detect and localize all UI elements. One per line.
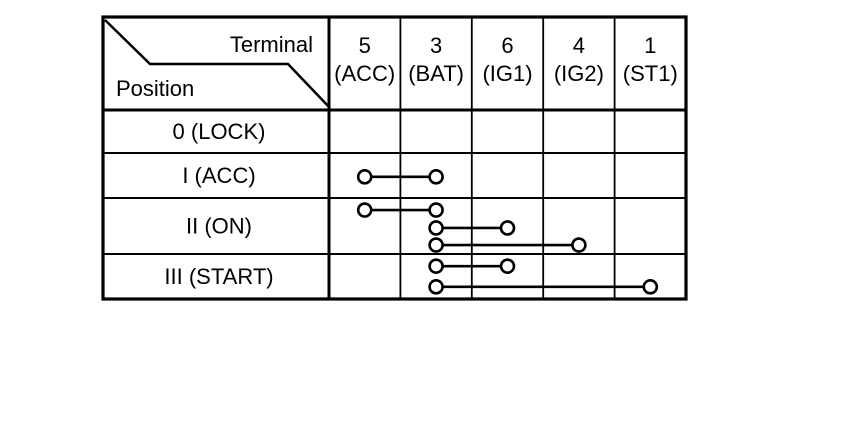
terminal-name-label: (ST1) [623, 61, 678, 86]
terminal-header-cell: 6 (IG1) [482, 33, 532, 86]
terminal-header-cell: 4 (IG2) [554, 33, 604, 86]
terminal-contact-circle [499, 258, 516, 274]
position-label: I (ACC) [182, 163, 255, 188]
terminal-column-headers: 5 (ACC) 3 (BAT) 6 (IG1) 4 (IG2) 1 (ST1) [334, 33, 678, 86]
terminal-contact-circle [428, 220, 444, 236]
terminal-contact-circle [428, 258, 444, 274]
continuity-connection [356, 202, 444, 218]
terminal-header-label: Terminal [230, 32, 313, 57]
terminal-contact-circle [428, 237, 444, 253]
terminal-number-label: 3 [430, 33, 442, 58]
terminal-number-label: 4 [573, 33, 585, 58]
position-header-label: Position [116, 76, 194, 101]
terminal-number-label: 6 [501, 33, 513, 58]
terminal-header-cell: 1 (ST1) [623, 33, 678, 86]
terminal-name-label: (IG1) [482, 61, 532, 86]
terminal-name-label: (IG2) [554, 61, 604, 86]
position-label: III (START) [164, 264, 273, 289]
continuity-connection [356, 169, 444, 185]
terminal-contact-circle [642, 279, 659, 295]
terminal-contact-circle [356, 169, 373, 185]
terminal-contact-circle [428, 169, 444, 185]
table-outer-border [101, 15, 688, 301]
terminal-number-label: 5 [359, 33, 371, 58]
terminal-number-label: 1 [644, 33, 656, 58]
terminal-name-label: (BAT) [408, 61, 464, 86]
terminal-contact-circle [356, 202, 373, 218]
continuity-connection [428, 220, 516, 236]
position-row-labels: 0 (LOCK) I (ACC) II (ON) III (START) [164, 119, 273, 289]
terminal-header-cell: 3 (BAT) [408, 33, 464, 86]
position-label: 0 (LOCK) [173, 119, 266, 144]
continuity-connection [428, 237, 587, 253]
terminal-contact-circle [428, 202, 444, 218]
continuity-connections [356, 169, 659, 295]
terminal-header-cell: 5 (ACC) [334, 33, 395, 86]
terminal-contact-circle [428, 279, 444, 295]
position-label: II (ON) [186, 214, 252, 239]
header-diagonal-divider [104, 19, 331, 109]
terminal-contact-circle [571, 237, 587, 253]
terminal-contact-circle [499, 220, 516, 236]
terminal-name-label: (ACC) [334, 61, 395, 86]
table-grid [101, 15, 688, 301]
continuity-connection [428, 279, 659, 295]
continuity-connection [428, 258, 516, 274]
